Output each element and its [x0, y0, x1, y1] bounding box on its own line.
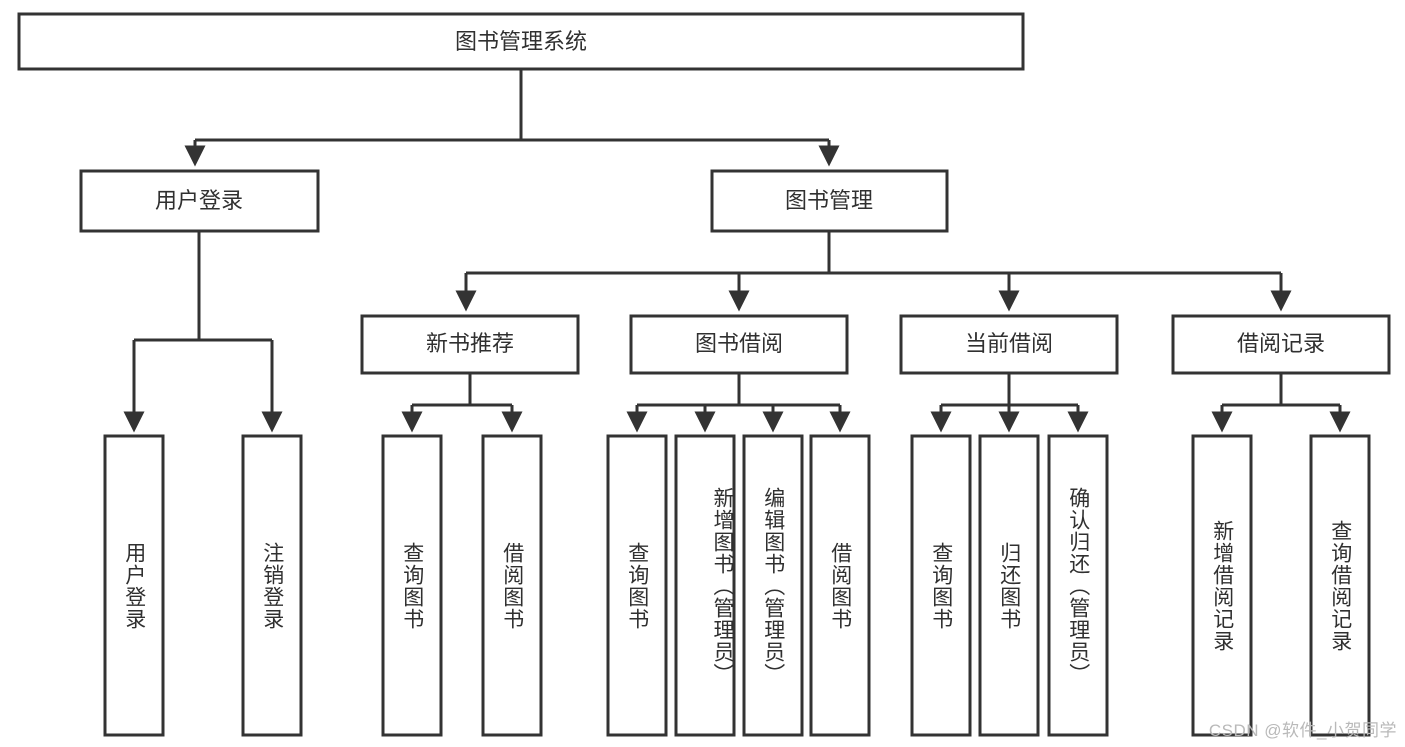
- connector-group-user-login: [123, 232, 283, 433]
- node-label-book-mgmt: 图书管理: [785, 188, 873, 213]
- node-box-leaf-user-logout[interactable]: [241, 434, 303, 737]
- node-box-leaf-lend-add-book[interactable]: [674, 434, 736, 737]
- node-label-user-login: 用户登录: [155, 188, 243, 213]
- node-box-leaf-lend-query-book[interactable]: [606, 434, 668, 737]
- node-box-leaf-cur-query-book[interactable]: [910, 434, 972, 737]
- node-box-leaf-user-login[interactable]: [103, 434, 165, 737]
- node-box-leaf-new-query-book[interactable]: [381, 434, 443, 737]
- node-label-new-books: 新书推荐: [426, 331, 514, 356]
- node-box-leaf-cur-return-book[interactable]: [978, 434, 1040, 737]
- node-box-leaf-lend-edit-book[interactable]: [742, 434, 804, 737]
- connector-group-records: [1211, 373, 1351, 433]
- node-box-leaf-rec-query-record[interactable]: [1309, 434, 1371, 737]
- connector-group-root: [184, 70, 840, 167]
- node-box-current[interactable]: [899, 314, 1119, 375]
- node-box-leaf-lend-borrow-book[interactable]: [809, 434, 871, 737]
- node-box-root[interactable]: [17, 12, 1025, 71]
- node-label-root: 图书管理系统: [455, 29, 587, 54]
- connector-group-book-mgmt: [455, 232, 1292, 312]
- node-box-leaf-cur-confirm-return[interactable]: [1047, 434, 1109, 737]
- node-label-records: 借阅记录: [1237, 331, 1325, 356]
- connector-group-new-books: [401, 373, 523, 433]
- node-box-user-login[interactable]: [79, 169, 320, 233]
- connector-group-current: [930, 373, 1089, 433]
- node-box-lending[interactable]: [629, 314, 849, 375]
- connector-group-lending: [626, 373, 851, 433]
- node-box-new-books[interactable]: [360, 314, 580, 375]
- node-box-records[interactable]: [1171, 314, 1391, 375]
- node-box-leaf-new-borrow-book[interactable]: [481, 434, 543, 737]
- node-label-current: 当前借阅: [965, 331, 1053, 356]
- node-box-book-mgmt[interactable]: [710, 169, 949, 233]
- node-label-lending: 图书借阅: [695, 331, 783, 356]
- csdn-watermark: CSDN @软件_小贺同学: [1208, 721, 1397, 740]
- node-box-leaf-rec-add-record[interactable]: [1191, 434, 1253, 737]
